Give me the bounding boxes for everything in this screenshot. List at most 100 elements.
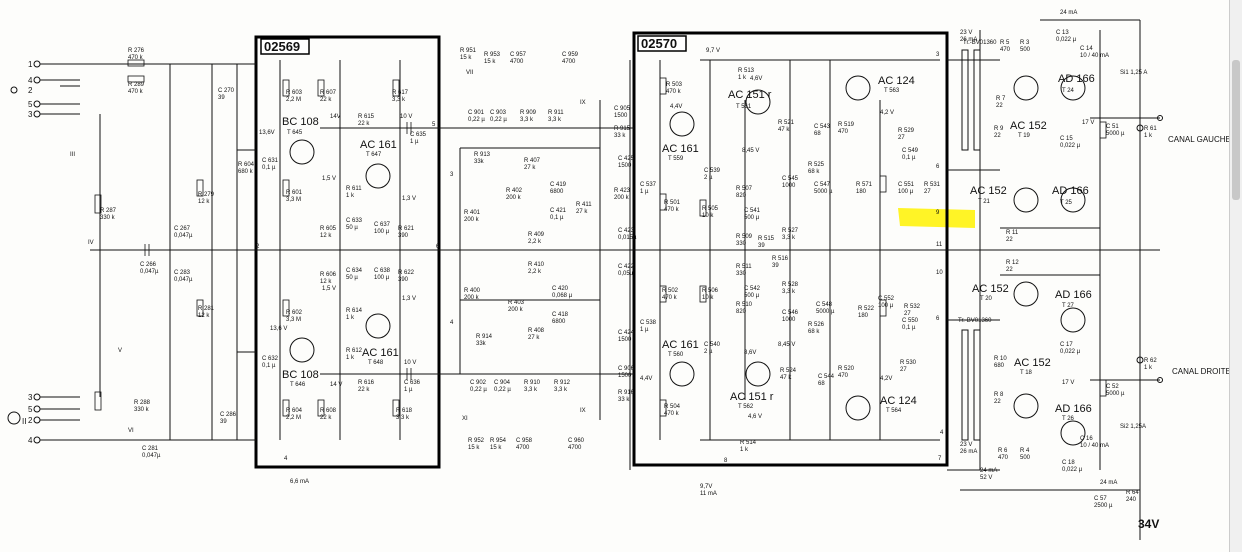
nodes-4-label: 5 [432,122,436,128]
voltages-v8-label: 10 V [404,360,416,366]
t21-type: AC 152 [970,185,1007,197]
voltages-v9-label: 1,5 V [322,286,336,292]
transformer-symbols [961,49,981,441]
nodes-3-label: 4 [284,456,288,462]
nodes-2-label: 3 [450,172,454,178]
nodes-3-label: 4 [940,430,944,436]
voltages-v19-label: 4,6 V [748,414,762,420]
voltages-v3-label: 10 V [400,114,412,120]
left-connectors [7,60,41,444]
switches-0-label: III [70,152,75,158]
t18-ref: T 18 [1020,370,1033,376]
nodes-10-label: 11 [936,242,943,248]
t646-ref: T 646 [290,382,306,388]
voltages-v16-label: 4,4V [640,376,652,382]
voltages-v18-label: 8,45 V [778,342,795,348]
t27-ref: T 27 [1062,303,1075,309]
t646-type: BC 108 [282,369,319,381]
t25-type: AD 166 [1052,185,1089,197]
voltages-v7-label: 14 V [330,382,342,388]
voltages-v20-label: 4,2V [880,376,892,382]
connectors-9-label: 5 [28,405,33,414]
nodes-5-label: 6 [936,316,940,322]
connectors-1-label: 2 [28,86,33,95]
output-jacks [1136,115,1163,383]
nodes-5-label: 6 [936,164,940,170]
t26-ref: T 26 [1062,416,1075,422]
voltages-v2-label: 14V [330,114,341,120]
scrollbar-thumb[interactable] [1232,60,1240,200]
t20-ref: T 20 [980,296,993,302]
switches-8-label: II [22,417,26,426]
t24-type: AD 166 [1058,73,1095,85]
t19-ref: T 19 [1018,133,1031,139]
t27-type: AD 166 [1055,289,1092,301]
t560-type: AC 161 [662,339,699,351]
nodes-8-label: 9 [936,210,940,216]
quiescent-left: 6,6 mA [290,479,309,485]
connectors-7-label: 3 [28,393,33,402]
switches-5-label: IX [580,408,586,414]
t563-type: AC 124 [878,75,915,87]
vertical-scrollbar[interactable] [1229,0,1242,552]
t559-type: AC 161 [662,143,699,155]
t24-ref: T 24 [1062,88,1075,94]
connectors-3-label: 4 [28,76,33,85]
nodes-5-label: 6 [436,244,440,250]
t648-type: AC 161 [362,347,399,359]
nodes-7-label: 8 [724,458,728,464]
